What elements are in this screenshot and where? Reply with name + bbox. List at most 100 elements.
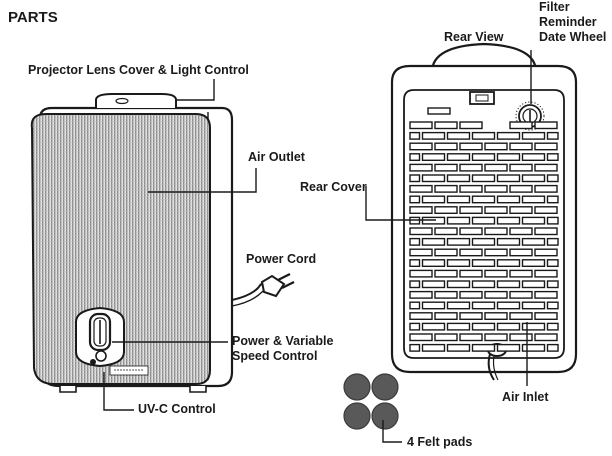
vent-slot bbox=[459, 333, 483, 342]
vent-slot bbox=[421, 131, 446, 140]
label-rear-cover: Rear Cover bbox=[300, 180, 367, 194]
label-air-outlet: Air Outlet bbox=[248, 150, 305, 164]
vent-slot bbox=[546, 195, 559, 204]
vent-slot bbox=[546, 153, 559, 162]
vent-slot bbox=[509, 121, 533, 130]
vent-slot bbox=[446, 153, 471, 162]
vent-slot bbox=[471, 153, 496, 162]
projector-lens-cover bbox=[95, 93, 177, 108]
label-power-speed-line1: Power & Variable bbox=[232, 334, 334, 348]
vent-slot bbox=[409, 174, 421, 183]
label-power-speed-line2: Speed Control bbox=[232, 349, 318, 363]
vent-slot bbox=[484, 142, 508, 151]
vent-slot bbox=[484, 206, 508, 215]
vent-slot bbox=[534, 184, 558, 193]
vent-slot bbox=[534, 206, 558, 215]
label-felt-pads: 4 Felt pads bbox=[407, 435, 473, 449]
felt-pad bbox=[343, 373, 371, 401]
vent-slot bbox=[534, 290, 558, 299]
vent-slot bbox=[484, 312, 508, 320]
vent-slot bbox=[459, 248, 483, 257]
label-filter-line1: Filter bbox=[539, 0, 570, 14]
vent-slot bbox=[496, 153, 521, 162]
vent-slot bbox=[446, 280, 471, 289]
vent-slot bbox=[546, 259, 559, 267]
vent-slot bbox=[409, 280, 421, 289]
vent-slot bbox=[434, 163, 458, 172]
vent-slot bbox=[521, 280, 546, 289]
uvc-button bbox=[95, 350, 107, 362]
vent-slot bbox=[409, 333, 433, 342]
page-heading: PARTS bbox=[8, 9, 58, 26]
vent-slot bbox=[471, 301, 496, 310]
label-rear-view: Rear View bbox=[444, 30, 504, 44]
label-filter-line2: Reminder bbox=[539, 15, 597, 29]
vent-slot bbox=[534, 312, 558, 320]
vent-slot bbox=[546, 322, 559, 331]
vent-slot bbox=[521, 216, 546, 225]
vent-slot bbox=[546, 216, 559, 225]
label-uvc-control: UV-C Control bbox=[138, 402, 216, 416]
vent-slot bbox=[484, 184, 508, 193]
vent-slot bbox=[496, 131, 521, 140]
vent-slot bbox=[521, 237, 546, 246]
vent-slot bbox=[509, 248, 533, 257]
vent-slot bbox=[534, 227, 558, 236]
vent-slot bbox=[446, 301, 471, 310]
vent-slot bbox=[546, 301, 559, 310]
vent-slot bbox=[509, 333, 533, 342]
vent-slot bbox=[409, 259, 421, 267]
felt-pad bbox=[343, 402, 371, 430]
vent-slot bbox=[434, 269, 458, 278]
vent-slot bbox=[471, 343, 496, 352]
vent-slot bbox=[446, 131, 471, 140]
vent-slot bbox=[434, 184, 458, 193]
vent-slot bbox=[421, 280, 446, 289]
vent-slot bbox=[434, 227, 458, 236]
vent-slot bbox=[459, 206, 483, 215]
vent-slot bbox=[484, 333, 508, 342]
vent-slot bbox=[409, 131, 421, 140]
vent-slot bbox=[496, 195, 521, 204]
vent-slot bbox=[509, 227, 533, 236]
vent-slot bbox=[534, 163, 558, 172]
label-air-inlet: Air Inlet bbox=[502, 390, 549, 404]
felt-pad bbox=[371, 402, 399, 430]
vent-slot bbox=[409, 343, 421, 352]
vent-slot bbox=[434, 206, 458, 215]
vent-slot bbox=[409, 153, 421, 162]
vent-slot bbox=[509, 290, 533, 299]
vent-slot bbox=[521, 322, 546, 331]
vent-slot bbox=[459, 269, 483, 278]
brand-badge bbox=[109, 365, 149, 376]
vent-slot bbox=[409, 237, 421, 246]
vent-slot bbox=[471, 322, 496, 331]
vent-slot bbox=[496, 301, 521, 310]
rear-latch bbox=[469, 91, 495, 105]
vent-slot bbox=[484, 248, 508, 257]
vent-slot bbox=[409, 301, 421, 310]
vent-slot bbox=[496, 343, 521, 352]
vent-slot bbox=[409, 290, 433, 299]
vent-slot bbox=[509, 142, 533, 151]
front-grille bbox=[30, 113, 211, 385]
vent-slot bbox=[459, 312, 483, 320]
vent-slot bbox=[409, 312, 433, 320]
vent-slot bbox=[484, 163, 508, 172]
vent-slot bbox=[496, 322, 521, 331]
vent-slot bbox=[446, 216, 471, 225]
vent-slot bbox=[421, 174, 446, 183]
vent-slot bbox=[409, 227, 433, 236]
vent-slot bbox=[409, 142, 433, 151]
vent-slot bbox=[496, 280, 521, 289]
vent-slot bbox=[409, 322, 421, 331]
vent-slot bbox=[421, 237, 446, 246]
vent-slot bbox=[496, 259, 521, 267]
vent-slot bbox=[421, 195, 446, 204]
vent-slot bbox=[459, 121, 483, 130]
vent-slot bbox=[534, 333, 558, 342]
vent-slot bbox=[546, 343, 559, 352]
vent-slot bbox=[409, 121, 433, 130]
vent-slot bbox=[521, 174, 546, 183]
